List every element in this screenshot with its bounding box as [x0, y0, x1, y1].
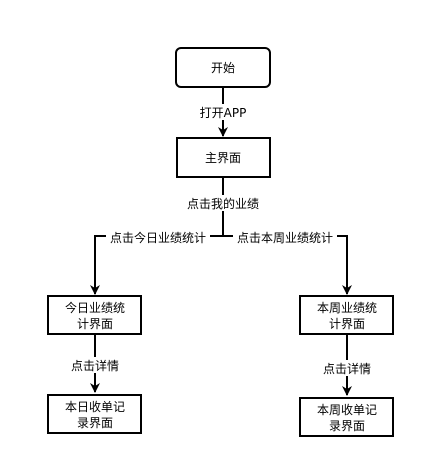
node-today-orders: 本日收单记 录界面 — [47, 394, 142, 434]
svg-text:打开APP: 打开APP — [200, 106, 247, 120]
node-week-stats: 本周业绩统 计界面 — [299, 295, 394, 335]
edge-label-open-app: 打开APP — [194, 104, 252, 120]
node-start: 开始 — [175, 47, 271, 88]
node-week-stats-line2: 计界面 — [329, 317, 365, 331]
node-today-orders-line2: 录界面 — [77, 416, 113, 430]
node-main: 主界面 — [176, 137, 271, 178]
edge-labels: 打开APP 点击我的业绩 点击今日业绩统计 点击本周业绩统计 点击详情 点击详情 — [69, 104, 373, 376]
node-start-label: 开始 — [211, 61, 235, 75]
node-today-stats: 今日业绩统 计界面 — [47, 295, 142, 335]
svg-text:点击我的业绩: 点击我的业绩 — [187, 196, 259, 211]
svg-text:点击本周业绩统计: 点击本周业绩统计 — [237, 231, 333, 245]
svg-text:点击今日业绩统计: 点击今日业绩统计 — [110, 230, 206, 245]
node-main-label: 主界面 — [205, 151, 241, 165]
edge-label-week-perf: 点击本周业绩统计 — [233, 229, 337, 245]
node-today-orders-line1: 本日收单记 — [65, 400, 125, 414]
node-today-stats-line1: 今日业绩统 — [65, 300, 125, 315]
node-week-orders-line1: 本周收单记 — [317, 403, 377, 417]
edge-label-my-performance: 点击我的业绩 — [183, 195, 263, 211]
node-today-stats-line2: 计界面 — [77, 317, 113, 331]
edge-label-today-perf: 点击今日业绩统计 — [106, 229, 210, 245]
edge-label-detail-right: 点击详情 — [321, 360, 373, 376]
node-week-orders: 本周收单记 录界面 — [299, 397, 394, 437]
node-week-orders-line2: 录界面 — [329, 419, 365, 433]
edge-label-detail-left: 点击详情 — [69, 357, 121, 373]
node-week-stats-line1: 本周业绩统 — [317, 301, 377, 315]
svg-text:点击详情: 点击详情 — [71, 358, 119, 373]
svg-text:点击详情: 点击详情 — [323, 361, 371, 376]
